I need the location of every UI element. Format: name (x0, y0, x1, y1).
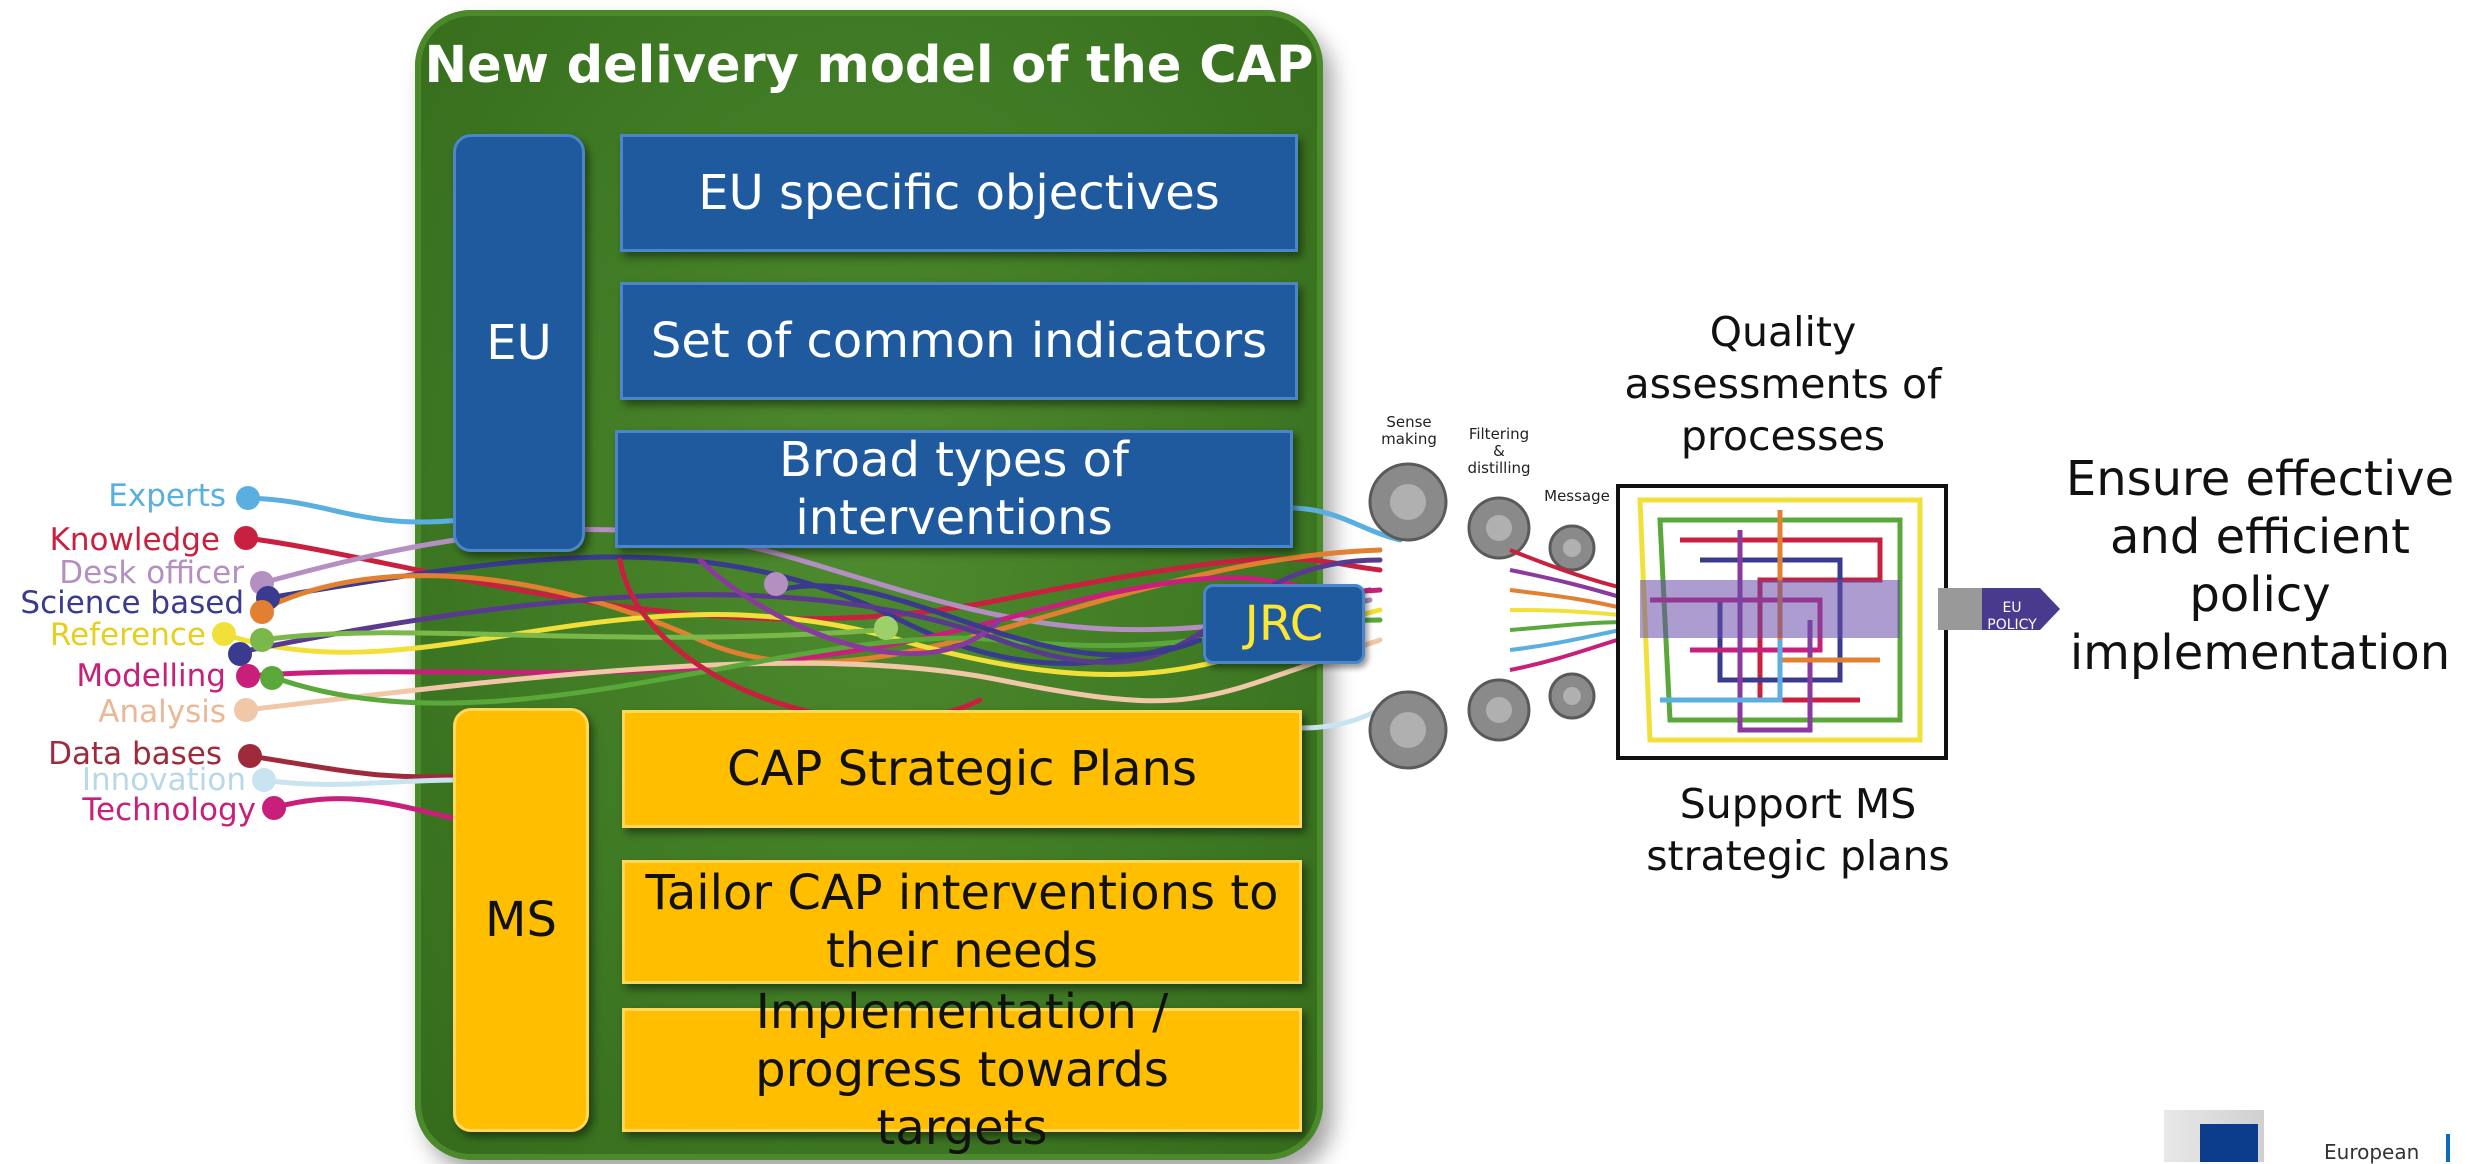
ms-label: MS (485, 892, 557, 948)
line-desk-officer (259, 527, 1373, 633)
line-innovation (259, 777, 463, 787)
source-modelling: Modelling (76, 658, 226, 694)
label-filtering-distilling: Filtering & distilling (1467, 425, 1531, 477)
source-science-based: Science based (20, 585, 244, 621)
source-reference: Reference (49, 617, 206, 653)
eu-label-box: EU (453, 134, 585, 552)
line-analysis (243, 637, 1383, 713)
label-eu-policy: EU POLICY (1987, 600, 2037, 633)
source-innovation: Innovation (81, 762, 246, 798)
ms-box-strategic-plans-text: CAP Strategic Plans (727, 741, 1197, 797)
line-out-blue (1291, 505, 1403, 543)
label-sense-making: Sense making (1381, 413, 1437, 448)
label-message: Message (1544, 487, 1610, 505)
ms-box-implementation-text: Implementation / progress towards target… (755, 984, 1169, 1156)
source-desk-officer: Desk officer (59, 555, 244, 591)
line-loop-1 (697, 557, 1003, 657)
line-loop-3 (777, 583, 1203, 658)
support-ms-text: Support MS strategic plans (1646, 780, 1950, 880)
eu-box-objectives-text: EU specific objectives (698, 165, 1220, 221)
european-commission-logo-text: European (2324, 1140, 2420, 1164)
eu-label: EU (486, 315, 552, 371)
eu-box-objectives: EU specific objectives (620, 134, 1298, 252)
ms-box-implementation: Implementation / progress towards target… (622, 984, 1302, 1156)
panel-title: New delivery model of the CAP (424, 36, 1314, 95)
jrc-box: JRC (1203, 584, 1365, 664)
line-data-bases (247, 753, 463, 780)
eu-policy-arrow (1982, 588, 2060, 630)
line-green-2 (259, 627, 883, 643)
eu-flag-icon (2200, 1124, 2258, 1162)
ms-box-tailor-text: Tailor CAP interventions to their needs (645, 865, 1279, 979)
quality-process-graphic (1368, 462, 2060, 770)
source-analysis: Analysis (98, 694, 226, 730)
ms-label-box: MS (453, 708, 589, 1132)
source-experts: Experts (108, 478, 226, 514)
process-gears (1368, 462, 1596, 770)
line-modelling (245, 575, 1383, 679)
line-technology (269, 796, 463, 823)
source-knowledge: Knowledge (49, 522, 220, 558)
eu-box-indicators: Set of common indicators (620, 282, 1298, 400)
line-knowledge (243, 535, 1383, 622)
source-dots (212, 486, 898, 820)
ensure-effective-text: Ensure effective and efficient policy im… (2065, 451, 2455, 681)
quality-assessments-text: Quality assessments of processes (1624, 308, 1942, 460)
eu-box-indicators-text: Set of common indicators (650, 313, 1268, 369)
eu-box-interventions: Broad types of interventions (615, 430, 1293, 548)
source-data-bases: Data bases (48, 736, 222, 772)
logo-divider (2446, 1134, 2450, 1162)
ms-box-strategic-plans: CAP Strategic Plans (622, 710, 1302, 828)
jrc-label: JRC (1244, 596, 1324, 652)
line-experts (245, 495, 463, 525)
ms-box-tailor: Tailor CAP interventions to their needs (622, 860, 1302, 984)
source-technology: Technology (82, 792, 256, 828)
eu-box-interventions-text: Broad types of interventions (779, 432, 1129, 546)
